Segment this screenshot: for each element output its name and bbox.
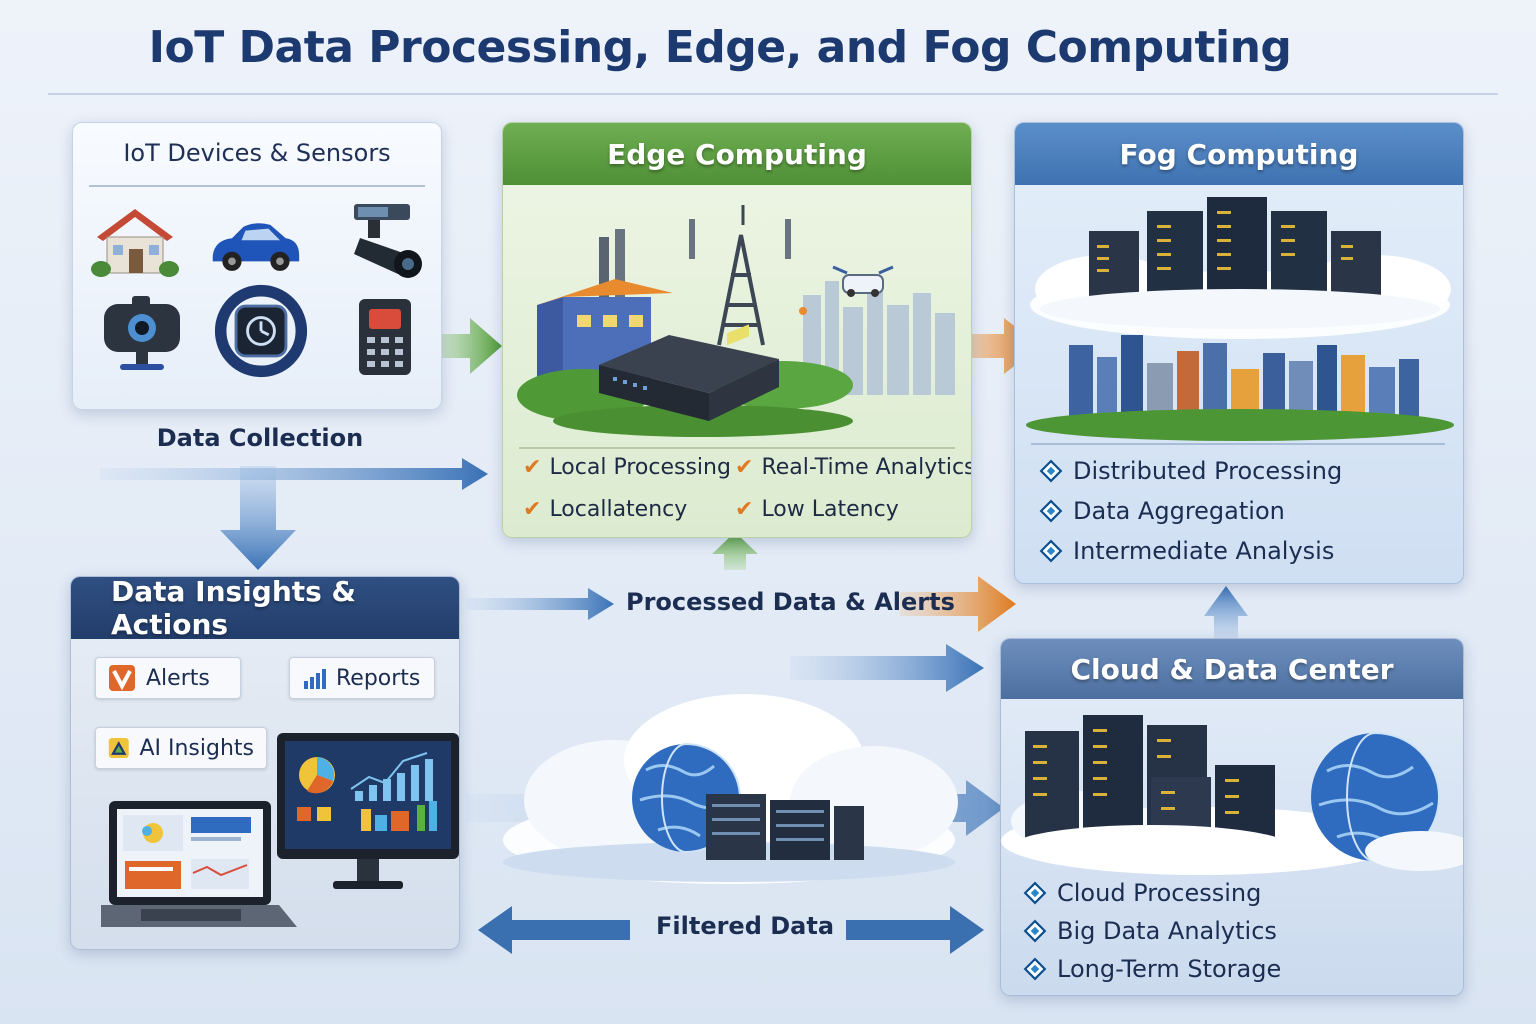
check-icon: ✔ bbox=[523, 455, 542, 480]
arrow-collection-to-insights bbox=[220, 466, 296, 570]
filtered-data-label: Filtered Data bbox=[656, 912, 835, 940]
ai-triangle-icon bbox=[108, 738, 129, 758]
bar-chart-icon bbox=[304, 669, 326, 689]
cloud-datacenter-illustration bbox=[1001, 715, 1463, 875]
fog-illustration bbox=[1015, 185, 1463, 441]
sensor-panel-icon bbox=[337, 295, 433, 375]
diamond-bullet-icon bbox=[1039, 459, 1063, 483]
edge-feature-locallatency: ✔ Locallatency bbox=[523, 497, 688, 522]
edge-divider bbox=[519, 447, 955, 449]
arrow-up-to-edge bbox=[712, 532, 758, 570]
check-icon: ✔ bbox=[735, 455, 754, 480]
arrow-cloud-to-fog bbox=[1204, 586, 1248, 638]
page-title: IoT Data Processing, Edge, and Fog Compu… bbox=[148, 22, 1292, 73]
transport-cloud-illustration bbox=[503, 694, 958, 884]
arrow-collection-to-edge bbox=[100, 458, 488, 490]
edge-title: Edge Computing bbox=[503, 123, 971, 185]
check-icon: ✔ bbox=[523, 497, 542, 522]
diamond-bullet-icon bbox=[1039, 499, 1063, 523]
fog-feature-distributed-processing: Distributed Processing bbox=[1039, 457, 1342, 485]
fog-divider bbox=[1031, 443, 1445, 445]
diamond-bullet-icon bbox=[1023, 957, 1047, 981]
car-icon bbox=[207, 205, 303, 285]
title-divider bbox=[48, 93, 1498, 95]
data-insights-card: Data Insights & Actions Alerts Reports A… bbox=[70, 576, 460, 950]
reports-chip: Reports bbox=[289, 657, 435, 699]
arrow-filtered-left bbox=[478, 906, 630, 954]
cloud-title: Cloud & Data Center bbox=[1001, 639, 1463, 699]
diamond-bullet-icon bbox=[1023, 881, 1047, 905]
arrow-processed-right bbox=[900, 576, 1016, 632]
diamond-bullet-icon bbox=[1039, 539, 1063, 563]
arrow-devices-to-edge bbox=[428, 318, 502, 374]
dashboard-devices-illustration bbox=[101, 733, 459, 927]
arrow-processed-left bbox=[466, 588, 614, 620]
fog-computing-card: Fog Computing bbox=[1014, 122, 1464, 584]
cloud-feature-big-data-analytics: Big Data Analytics bbox=[1023, 917, 1277, 945]
diamond-bullet-icon bbox=[1023, 919, 1047, 943]
edge-feature-low-latency: ✔ Low Latency bbox=[735, 497, 899, 522]
alert-icon bbox=[109, 665, 135, 691]
edge-feature-local-processing: ✔ Local Processing bbox=[523, 455, 731, 480]
fog-feature-intermediate-analysis: Intermediate Analysis bbox=[1039, 537, 1334, 565]
devices-divider bbox=[89, 185, 425, 187]
check-icon: ✔ bbox=[735, 497, 754, 522]
security-camera-icon bbox=[341, 203, 437, 283]
fog-title: Fog Computing bbox=[1015, 123, 1463, 185]
webcam-icon bbox=[93, 293, 189, 373]
fog-feature-data-aggregation: Data Aggregation bbox=[1039, 497, 1285, 525]
data-collection-label: Data Collection bbox=[156, 424, 364, 452]
ai-insights-chip: AI Insights bbox=[95, 727, 267, 769]
iot-devices-card: IoT Devices & Sensors bbox=[72, 122, 442, 410]
arrow-filtered-right bbox=[846, 906, 984, 954]
cloud-feature-long-term-storage: Long-Term Storage bbox=[1023, 955, 1281, 983]
cloud-data-center-card: Cloud & Data Center Cloud Processing Big… bbox=[1000, 638, 1464, 996]
alerts-chip: Alerts bbox=[95, 657, 241, 699]
edge-feature-real-time-analytics: ✔ Real-Time Analytics bbox=[735, 455, 972, 480]
arrow-to-cloud bbox=[790, 644, 984, 692]
smartwatch-icon bbox=[213, 284, 309, 378]
edge-illustration bbox=[503, 185, 971, 443]
house-icon bbox=[87, 201, 183, 281]
cloud-feature-cloud-processing: Cloud Processing bbox=[1023, 879, 1261, 907]
processed-data-label: Processed Data & Alerts bbox=[626, 588, 955, 616]
insights-title: Data Insights & Actions bbox=[71, 577, 459, 641]
edge-computing-card: Edge Computing bbox=[502, 122, 972, 538]
devices-title: IoT Devices & Sensors bbox=[123, 139, 391, 167]
